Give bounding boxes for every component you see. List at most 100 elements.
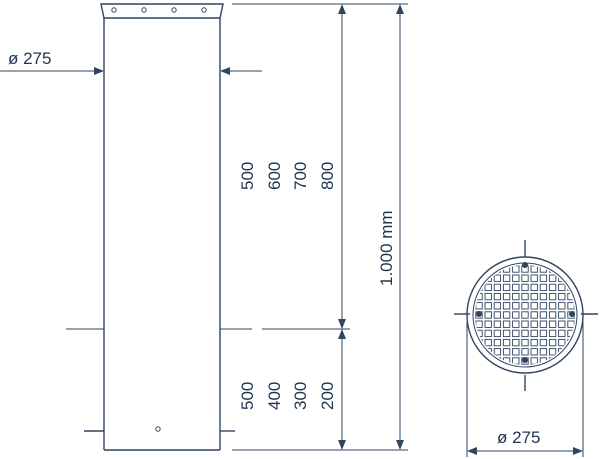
plan-mount-hole (569, 311, 575, 317)
grid-cell (577, 275, 583, 281)
lower-length-options: 500 400 300 200 (238, 382, 337, 410)
collar-hole (201, 7, 207, 13)
grid-cell (493, 329, 502, 338)
grid-cell (512, 283, 520, 292)
collar-hole (111, 7, 117, 13)
grid-cell (548, 302, 557, 310)
grid-cell (530, 274, 538, 282)
grid-cell (512, 292, 520, 301)
grid-cell (493, 338, 502, 347)
grid-cell (558, 292, 566, 301)
diameter-label-top: ø 275 (8, 49, 51, 68)
grid-cell (484, 292, 492, 301)
grid-cell (493, 274, 502, 282)
grid-cell (549, 367, 555, 373)
grid-cell (521, 274, 529, 282)
grid-cell (539, 329, 548, 338)
grid-cell (539, 283, 548, 292)
grid-cell (512, 338, 520, 347)
grid-cell (539, 320, 548, 328)
grid-cell (484, 311, 492, 319)
grid-cell (558, 320, 566, 328)
grid-cell (521, 302, 529, 310)
grid-cell (568, 257, 574, 263)
grid-cell (521, 283, 529, 292)
grid-cell (539, 338, 548, 347)
grid-cell (467, 275, 473, 281)
grid-cell (485, 257, 491, 263)
grid-cell (521, 320, 529, 328)
grid-cell (512, 329, 520, 338)
diameter-dimension-bottom: ø 275 (466, 322, 584, 457)
grid-cell (530, 283, 538, 292)
grid-cell (485, 367, 491, 373)
grid-cell (502, 302, 511, 310)
grid-cell (567, 357, 575, 365)
grid-cell (530, 357, 538, 365)
grid-cell (502, 283, 511, 292)
grid-cell (539, 302, 548, 310)
grid-cell (467, 266, 473, 272)
grid-cell (475, 320, 483, 328)
grid-cell (530, 320, 538, 328)
grid-cell (558, 302, 566, 310)
grid-cell (502, 329, 511, 338)
grid-cell (512, 311, 520, 319)
diameter-dimension-top: ø 275 (0, 49, 262, 75)
grid-cell (484, 329, 492, 338)
grid-cell (539, 274, 548, 282)
grid-cell (567, 265, 575, 273)
grid-cell (548, 292, 557, 301)
grid-cell (521, 329, 529, 338)
upper-length-label: 700 (291, 162, 310, 190)
grid-cell (484, 283, 492, 292)
grid-cell (521, 292, 529, 301)
grid-cell (559, 257, 565, 263)
grid-cell (548, 283, 557, 292)
lower-length-label: 300 (291, 382, 310, 410)
grid-cell (558, 329, 566, 338)
bollard-top-collar (100, 3, 224, 19)
grid-cell (567, 320, 575, 328)
grid-cell (494, 367, 500, 373)
grid-cell (476, 257, 482, 263)
grid-cell (577, 284, 583, 290)
grid-cell (493, 348, 502, 356)
grid-cell (512, 274, 520, 282)
grid-cell (577, 358, 583, 364)
grid-cell (493, 283, 502, 292)
grid-cell (502, 274, 511, 282)
grid-cell (548, 274, 557, 282)
grid-cell (567, 302, 575, 310)
grid-cell (467, 257, 473, 263)
grid-cell (502, 338, 511, 347)
grid-cell (484, 302, 492, 310)
grid-cell (502, 348, 511, 356)
grid-cell (530, 329, 538, 338)
grid-cell (577, 266, 583, 272)
grid-cell (475, 302, 483, 310)
grid-cell (521, 338, 529, 347)
grid-cell (494, 257, 500, 263)
grid-cell (484, 338, 492, 347)
bollard-plan-view (454, 240, 598, 391)
grid-cell (539, 292, 548, 301)
grid-cell (476, 367, 482, 373)
collar-hole (141, 7, 147, 13)
grid-cell (512, 265, 520, 273)
grid-cell (493, 320, 502, 328)
grid-cell (548, 348, 557, 356)
grid-cell (493, 311, 502, 319)
grid-cell (548, 311, 557, 319)
grid-cell (558, 283, 566, 292)
upper-length-label: 600 (265, 162, 284, 190)
grid-cell (577, 367, 583, 373)
lower-length-label: 500 (238, 382, 257, 410)
drain-hole (155, 426, 161, 432)
grid-cell (502, 292, 511, 301)
grid-cell (512, 348, 520, 356)
grid-cell (521, 311, 529, 319)
grid-cell (568, 367, 574, 373)
grid-cell (475, 357, 483, 365)
